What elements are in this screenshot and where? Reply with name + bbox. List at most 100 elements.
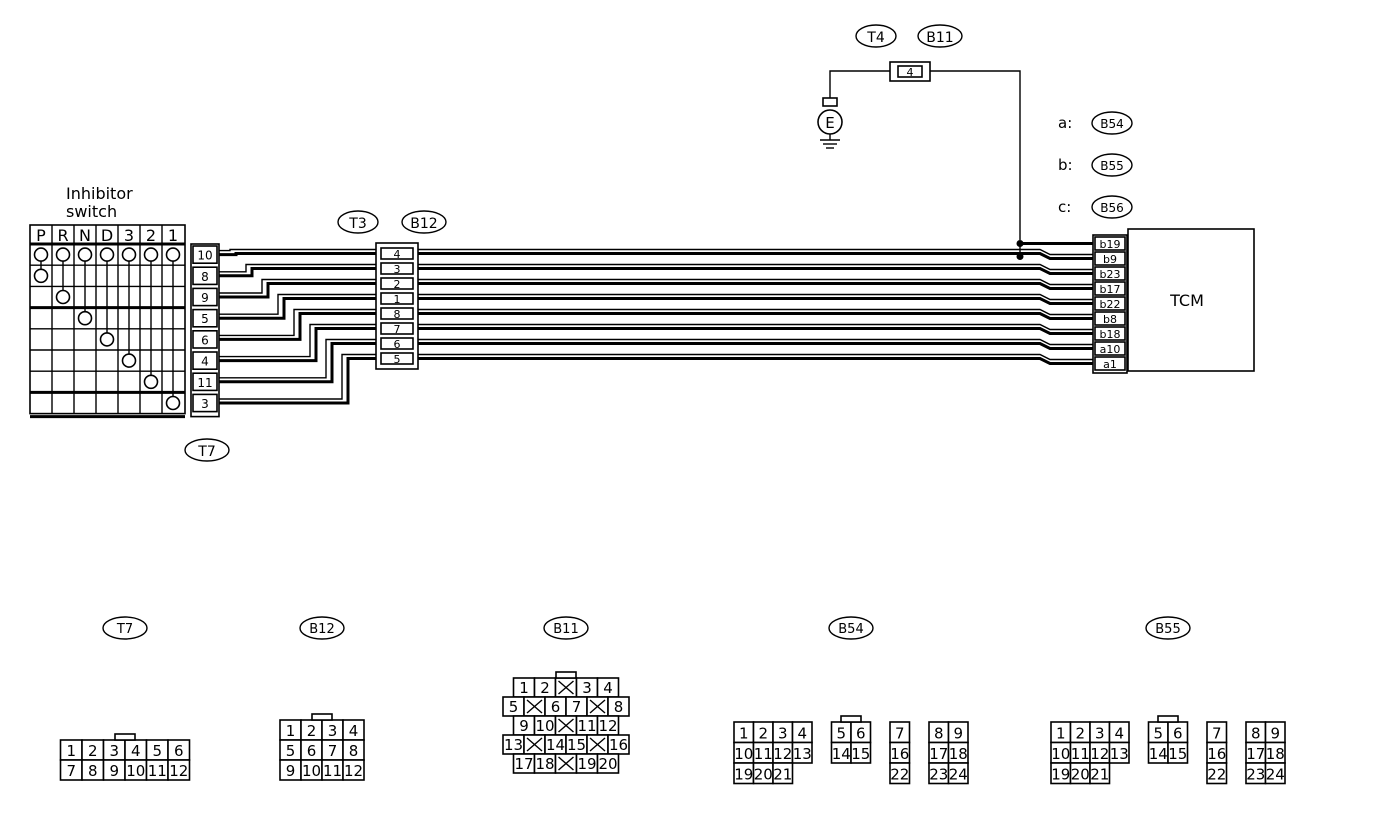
switch-contact-dot	[77, 247, 93, 262]
switch-terminal-label: 9	[201, 291, 209, 305]
connector-face-label: B11	[553, 622, 578, 637]
wire-switch-to-joint	[219, 357, 376, 405]
switch-terminal-label: 8	[201, 270, 209, 284]
connector-cavity	[342, 759, 365, 781]
wire-joint-to-tcm-shadow	[418, 263, 1093, 271]
connector-cavity	[167, 759, 191, 781]
wire-switch-to-joint-shadow	[219, 248, 376, 252]
joint-pin-cell	[380, 292, 414, 305]
tcm-module: TCM	[1127, 228, 1255, 372]
switch-contact-dot	[77, 310, 93, 326]
connector-face-label: B54	[838, 622, 863, 637]
connector-cavity-label: 19	[577, 755, 596, 773]
connector-cavity-label: 15	[851, 745, 870, 763]
switch-position-label: 1	[168, 226, 178, 245]
connector-cavity-label: 14	[832, 745, 851, 763]
wire-switch-to-joint-shadow	[219, 278, 376, 294]
wire-switch-to-joint	[219, 327, 376, 363]
connector-face-tag	[1145, 616, 1191, 640]
connector-blank-mark	[526, 699, 543, 714]
connector-cavity	[1206, 762, 1228, 785]
connector-cavity-label: 15	[567, 736, 586, 754]
connector-cavity	[850, 741, 872, 764]
joint-pin-cell	[380, 352, 414, 365]
switch-terminal-label: 5	[201, 312, 209, 326]
connector-cavity-label: 23	[929, 766, 948, 784]
connector-cavity-label: 4	[349, 722, 359, 740]
connector-cavity-label: 8	[934, 725, 944, 743]
joint-pin-label: 5	[394, 353, 401, 366]
connector-cavity-label: 20	[1071, 766, 1090, 784]
connector-cavity-label: 7	[328, 742, 338, 760]
connector-face-tag	[543, 616, 589, 640]
switch-terminal-label: 6	[201, 333, 209, 347]
connector-cavity-label: 13	[504, 736, 523, 754]
connector-cavity-label: 7	[572, 698, 582, 716]
joint-pin-cell	[380, 247, 414, 260]
connector-cavity-label: 8	[349, 742, 359, 760]
connector-cavity-label: 10	[734, 745, 753, 763]
tcm-pin-label: b19	[1100, 238, 1121, 251]
connector-cavity-label: 9	[286, 762, 296, 780]
ground-pin-label: 4	[907, 66, 914, 79]
joint-connector-tags: T3 B12	[337, 210, 447, 234]
connector-cavity-label: 7	[1212, 725, 1222, 743]
connector-cavity-label: 6	[856, 725, 866, 743]
ground-left-label: T4	[866, 30, 885, 46]
switch-terminal-label: 3	[201, 397, 209, 411]
switch-contact-dot	[55, 247, 71, 262]
wire-joint-to-tcm-shadow	[418, 323, 1093, 331]
tcm-box	[1127, 228, 1255, 372]
connector-cavity-label: 16	[1207, 745, 1226, 763]
connector-cavity-label: 23	[1246, 766, 1265, 784]
switch-connector-label: T7	[197, 444, 215, 460]
connector-key-tab	[555, 671, 577, 679]
switch-title-line1: Inhibitor	[66, 184, 133, 203]
connector-cavity-label: 4	[603, 679, 613, 697]
wire-joint-to-tcm-shadow	[418, 293, 1093, 301]
connector-cavity-label: 24	[949, 766, 968, 784]
connector-cavity-label: 5	[286, 742, 296, 760]
wire-harness	[219, 240, 1093, 405]
tcm-pin-cell	[1094, 266, 1126, 281]
connector-cavity-label: 18	[949, 745, 968, 763]
joint-pin-cell	[380, 262, 414, 275]
connector-blank-mark	[558, 680, 574, 695]
tcm-pin-label: a10	[1100, 343, 1121, 356]
switch-contact-dot	[33, 247, 49, 262]
connector-cavity-label: 16	[609, 736, 628, 754]
legend-connector-tag	[1091, 111, 1133, 135]
connector-cavity	[791, 741, 813, 764]
ground-circuit: 4 E	[817, 61, 1021, 240]
connector-cavity-label: 11	[148, 762, 167, 780]
connector-cavity-label: 9	[1270, 725, 1280, 743]
wire-switch-to-joint-shadow	[219, 338, 376, 379]
connector-cavity-label: 20	[598, 755, 617, 773]
connector-cavity	[1089, 762, 1111, 785]
connector-face-label: B12	[309, 622, 334, 637]
joint-pin-label: 7	[394, 323, 401, 336]
wire-joint-to-tcm-shadow	[418, 308, 1093, 316]
joint-pin-label: 2	[394, 278, 401, 291]
legend-connector-tag	[1091, 195, 1133, 219]
joint-pin-label: 1	[394, 293, 401, 306]
joint-right-label: B12	[410, 216, 437, 232]
switch-position-label: N	[79, 226, 91, 245]
connector-cavity-label: 2	[758, 725, 768, 743]
connector-cavity-label: 14	[546, 736, 565, 754]
connector-cavity-label: 6	[174, 742, 184, 760]
connector-cavity-label: 2	[88, 742, 98, 760]
wire-joint-to-tcm	[418, 282, 1093, 290]
connector-cavity	[889, 762, 911, 785]
joint-pin-label: 4	[394, 248, 401, 261]
wire-switch-to-joint	[219, 282, 376, 299]
switch-title-line2: switch	[66, 202, 117, 221]
wire-joint-to-tcm	[418, 312, 1093, 320]
connector-cavity-label: 11	[1071, 745, 1090, 763]
legend-key: b:	[1058, 156, 1073, 174]
connector-key-tab	[840, 715, 862, 723]
wire-joint-to-tcm	[418, 267, 1093, 275]
